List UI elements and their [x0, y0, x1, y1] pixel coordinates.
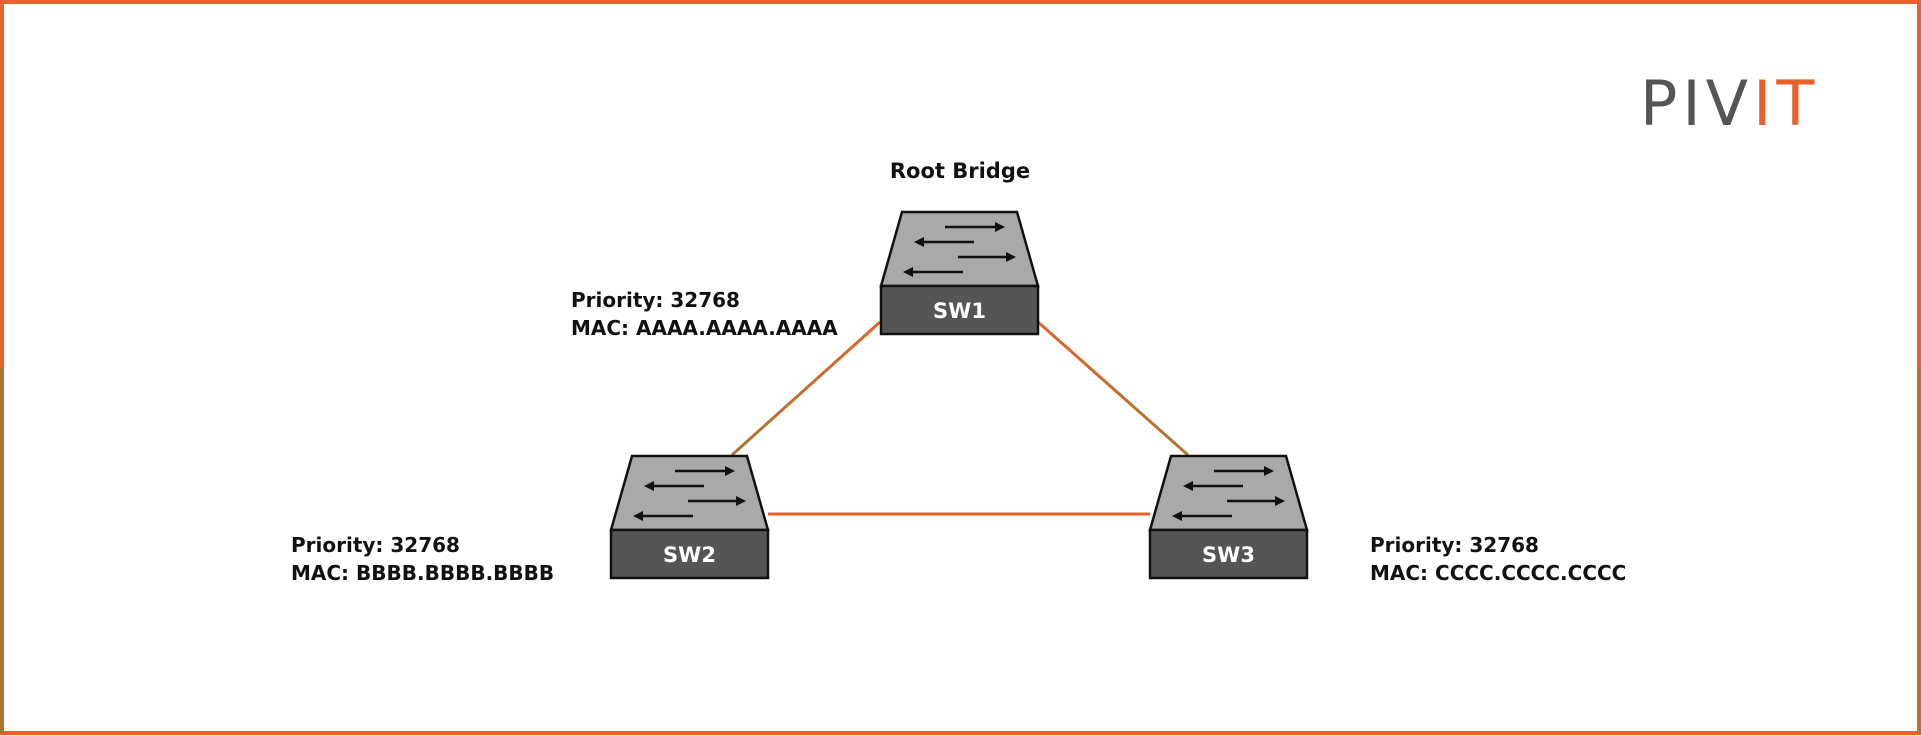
switch-icon	[1148, 454, 1309, 580]
pivit-logo: PIVIT	[1640, 67, 1819, 140]
switch-sw3: SW3	[1148, 454, 1309, 580]
svg-text:PIVIT: PIVIT	[1640, 67, 1819, 140]
logo-text-part1: PIV	[1640, 67, 1753, 140]
switch-icon	[879, 210, 1040, 336]
sw3-priority: Priority: 32768	[1370, 533, 1539, 557]
sw1-mac: MAC: AAAA.AAAA.AAAA	[571, 316, 838, 340]
link-sw1-sw3	[1037, 320, 1189, 457]
link-sw1-sw2	[730, 320, 882, 457]
sw3-mac: MAC: CCCC.CCCC.CCCC	[1370, 561, 1626, 585]
sw1-priority: Priority: 32768	[571, 288, 740, 312]
switch-name-sw3: SW3	[1202, 543, 1255, 567]
sw2-mac: MAC: BBBB.BBBB.BBBB	[291, 561, 554, 585]
logo-text-part2: IT	[1753, 67, 1819, 140]
switch-sw2: SW2	[609, 454, 770, 580]
switch-name-sw2: SW2	[663, 543, 716, 567]
switch-icon	[609, 454, 770, 580]
root-bridge-label: Root Bridge	[890, 159, 1030, 183]
switch-name-sw1: SW1	[933, 299, 986, 323]
sw2-priority: Priority: 32768	[291, 533, 460, 557]
switch-sw1: SW1	[879, 210, 1040, 336]
